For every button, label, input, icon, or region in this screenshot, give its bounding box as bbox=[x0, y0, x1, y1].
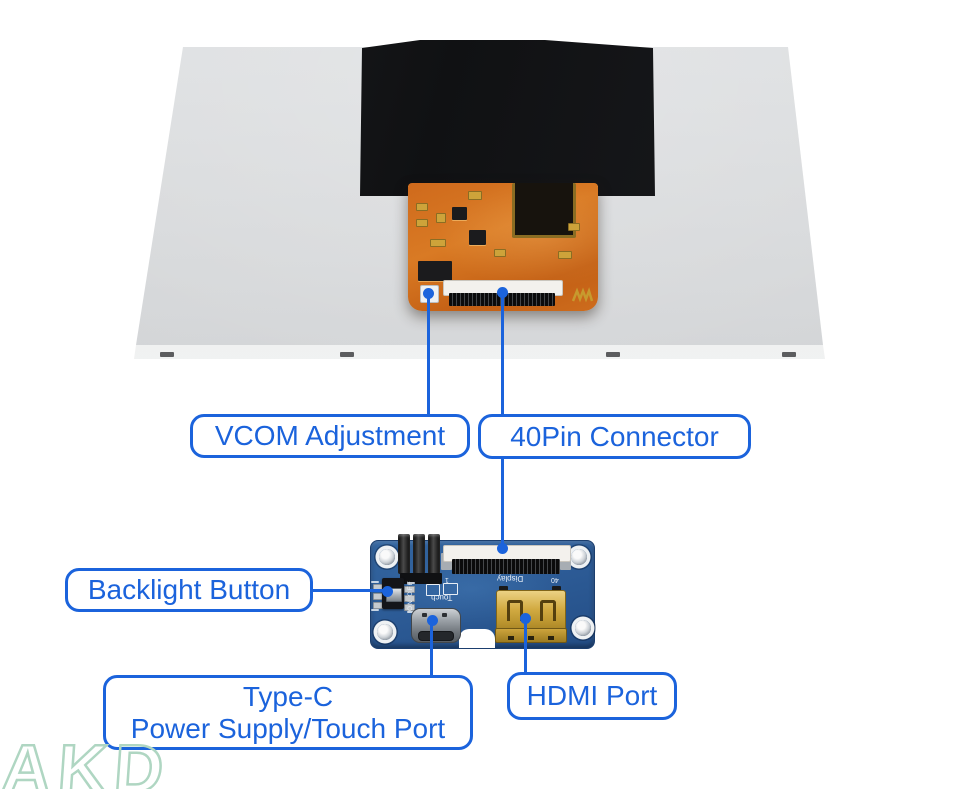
callout-40pin-label: 40Pin Connector bbox=[510, 420, 719, 452]
leader-dot-40pin-flex bbox=[497, 287, 508, 298]
leader-line-40pin-bottom bbox=[501, 459, 504, 549]
hdmi-port-base bbox=[495, 628, 567, 643]
smd-pad bbox=[416, 219, 428, 227]
driver-ic-chip bbox=[512, 183, 576, 238]
panel-clip bbox=[340, 352, 354, 357]
leader-dot-hdmi bbox=[520, 613, 531, 624]
leader-line-40pin-top bbox=[501, 293, 504, 414]
callout-hdmi: HDMI Port bbox=[507, 672, 677, 720]
callout-typec-line1: Type-C bbox=[242, 680, 334, 712]
hdmi-port bbox=[496, 590, 566, 632]
hdmi-base-mark bbox=[508, 636, 514, 640]
hdmi-base-mark bbox=[548, 636, 554, 640]
silk-display: Display bbox=[497, 574, 524, 583]
driver-board: 1 40 ON OFF Touch Display bbox=[370, 534, 595, 649]
transistor bbox=[452, 207, 467, 220]
mounting-hole bbox=[379, 549, 395, 565]
smd-pad bbox=[468, 191, 482, 200]
callout-typec: Type-C Power Supply/Touch Port bbox=[103, 675, 473, 750]
leader-dot-backlight bbox=[382, 586, 393, 597]
hdmi-tab bbox=[499, 586, 508, 591]
leader-line-hdmi bbox=[524, 619, 527, 672]
hdmi-tab bbox=[552, 586, 561, 591]
switch-pin bbox=[404, 604, 415, 611]
panel-clip bbox=[606, 352, 620, 357]
silk-mark bbox=[371, 581, 379, 583]
hdmi-slot bbox=[507, 600, 523, 621]
type-c-pin bbox=[442, 613, 447, 617]
silk-on-off: ON OFF bbox=[407, 580, 414, 611]
leader-line-typec bbox=[430, 621, 433, 675]
silk-mark bbox=[371, 609, 379, 611]
smd-pad bbox=[494, 249, 506, 257]
panel-clip bbox=[160, 352, 174, 357]
pin-header-base bbox=[400, 573, 442, 584]
smd-pad bbox=[416, 203, 428, 211]
silk-mark bbox=[407, 582, 415, 584]
pin-header bbox=[413, 534, 425, 574]
switch-pin bbox=[404, 586, 415, 593]
type-c-pin bbox=[422, 613, 427, 617]
mounting-hole bbox=[571, 549, 587, 565]
silk-touch: Touch bbox=[431, 593, 453, 602]
callout-backlight-label: Backlight Button bbox=[87, 574, 291, 605]
silk-label-box bbox=[443, 583, 458, 595]
watermark-logo: AKD bbox=[0, 730, 174, 789]
leader-dot-vcom bbox=[423, 288, 434, 299]
pin-header bbox=[398, 534, 410, 574]
fpc40-connector-pins bbox=[452, 559, 560, 574]
leader-dot-40pin-board bbox=[497, 543, 508, 554]
callout-typec-line2: Power Supply/Touch Port bbox=[130, 712, 446, 744]
type-c-opening bbox=[418, 631, 454, 641]
leader-line-backlight bbox=[313, 589, 388, 592]
silk-pin40: 40 bbox=[551, 576, 559, 583]
smd-pad bbox=[436, 213, 446, 223]
silk-pin1: 1 bbox=[445, 576, 449, 583]
panel-clip bbox=[782, 352, 796, 357]
mounting-hole bbox=[377, 624, 393, 640]
switch-pin bbox=[404, 595, 415, 602]
callout-hdmi-label: HDMI Port bbox=[526, 680, 658, 711]
mounting-hole bbox=[575, 620, 591, 636]
callout-vcom-label: VCOM Adjustment bbox=[214, 420, 446, 451]
pin-header bbox=[428, 534, 440, 574]
hdmi-base-mark bbox=[528, 636, 534, 640]
callout-backlight: Backlight Button bbox=[65, 568, 313, 612]
smd-pad bbox=[568, 223, 580, 231]
smd-pad bbox=[430, 239, 446, 247]
callout-vcom: VCOM Adjustment bbox=[190, 414, 470, 458]
leader-line-vcom bbox=[427, 294, 430, 414]
leader-dot-typec bbox=[427, 615, 438, 626]
board-edge-notch bbox=[459, 629, 495, 648]
hdmi-slot bbox=[540, 600, 556, 621]
callout-40pin: 40Pin Connector bbox=[478, 414, 751, 459]
transistor bbox=[469, 230, 486, 245]
type-c-port bbox=[411, 608, 461, 643]
smd-pad bbox=[558, 251, 572, 259]
waveshare-logo bbox=[571, 287, 594, 303]
silk-label-box bbox=[426, 584, 440, 596]
regulator-ic bbox=[418, 261, 452, 281]
